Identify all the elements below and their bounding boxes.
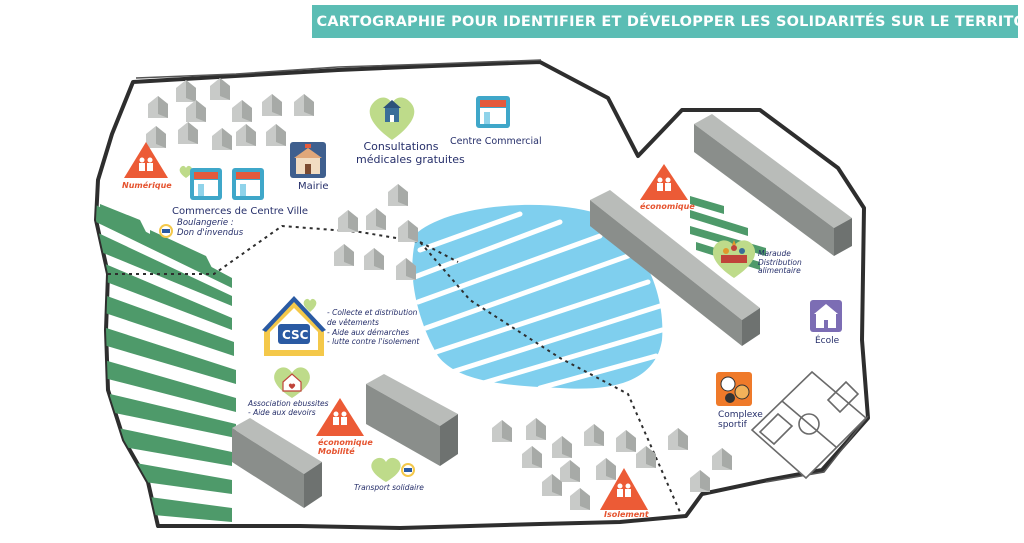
house [560,460,580,482]
house [584,424,604,446]
label-commerces: Commerces de Centre Ville [172,206,309,217]
risk-mobilite-line-1: économique [318,438,373,447]
vegetation-left [96,204,236,522]
house [294,94,314,116]
csc-building-icon [262,296,326,356]
csc-item-4: - lutte contre l'isolement [327,337,420,347]
school-icon [810,300,842,332]
label-csc-services: - Collecte et distribution de vêtements … [327,308,419,347]
house [616,430,636,452]
label-association: Association ebussites - Aide aux devoirs [248,399,329,417]
house [178,122,198,144]
complexe-line-1: Complexe [718,410,763,420]
boulangerie-line-1: Boulangerie : [177,218,234,228]
house [212,128,232,150]
label-consultations: Consultations médicales gratuites [356,140,465,166]
house [210,78,230,100]
shop-icons [190,96,510,200]
house [492,420,512,442]
risk-label-economique-mobilite: économique Mobilité [318,438,373,456]
apartment-blocks [232,114,852,508]
houses [146,78,732,510]
association-line-2: - Aide aux devoirs [248,407,316,417]
city-hall-icon [290,142,326,178]
heart-transport-icon [371,457,401,482]
heart-commerces-icon [179,165,193,178]
csc-item-1: - Collecte et distribution [327,308,418,317]
house [636,446,656,468]
maraude-line-1: Maraude [758,249,791,258]
house [596,458,616,480]
map-title: UNE CARTOGRAPHIE POUR IDENTIFIER ET DÉVE… [276,13,1024,30]
sports-balls-icon [716,372,752,406]
label-transport: Transport solidaire [354,483,424,492]
csc-item-2: de vêtements [327,317,379,327]
risk-label-isolement: Isolement [604,510,649,519]
house [338,210,358,232]
label-boulangerie: Boulangerie : Don d'invendus [177,218,244,239]
football-field [750,370,868,480]
house [186,100,206,122]
label-ecole: École [815,336,840,346]
lake [409,204,665,391]
complexe-line-2: sportif [718,420,747,431]
house [262,94,282,116]
home-heart-icon [282,373,302,392]
risk-label-economique-nord: économique [640,202,695,211]
house [388,184,408,206]
city-hall-small-icon [383,100,401,122]
house [366,208,386,230]
house [570,488,590,510]
house [552,436,572,458]
house [236,124,256,146]
house [364,248,384,270]
consultations-line-2: médicales gratuites [356,152,465,166]
risk-isolement-icon [600,468,648,510]
risk-triangles [124,142,688,510]
heart-csc-icon [303,298,317,312]
house [712,448,732,470]
label-mairie: Mairie [298,181,329,192]
house [542,474,562,496]
dotted-paths [108,224,681,513]
people-group-icon [721,240,747,263]
house [668,428,688,450]
maraude-line-3: alimentaire [758,266,801,276]
house [176,80,196,102]
label-centre-commercial: Centre Commercial [450,136,542,147]
risk-economique-mobilite-icon [316,398,364,436]
house [334,244,354,266]
csc-item-3: - Aide aux démarches [327,327,409,337]
house [232,100,252,122]
maraude-line-2: Distribution [758,257,802,267]
consultations-line-1: Consultations [363,140,439,153]
label-complexe: Complexe sportif [718,410,763,431]
risk-numerique-icon [124,142,168,178]
risk-label-numerique: Numérique [122,181,172,190]
label-maraude: Maraude Distribution alimentaire [758,249,802,276]
house [146,126,166,148]
association-line-1: Association ebussites [248,399,329,408]
house [398,220,418,242]
house [266,124,286,146]
risk-mobilite-line-2: Mobilité [318,447,355,457]
csc-badge-label: CSC [282,328,309,342]
csc-mini-badges [159,224,415,477]
house [522,446,542,468]
risk-people-glyphs [139,157,671,497]
house [526,418,546,440]
house [148,96,168,118]
risk-economique-north-icon [640,164,688,200]
boulangerie-line-2: Don d'invendus [177,227,244,238]
map-title-banner: UNE CARTOGRAPHIE POUR IDENTIFIER ET DÉVE… [277,5,1024,38]
house [396,258,416,280]
house [690,470,710,492]
